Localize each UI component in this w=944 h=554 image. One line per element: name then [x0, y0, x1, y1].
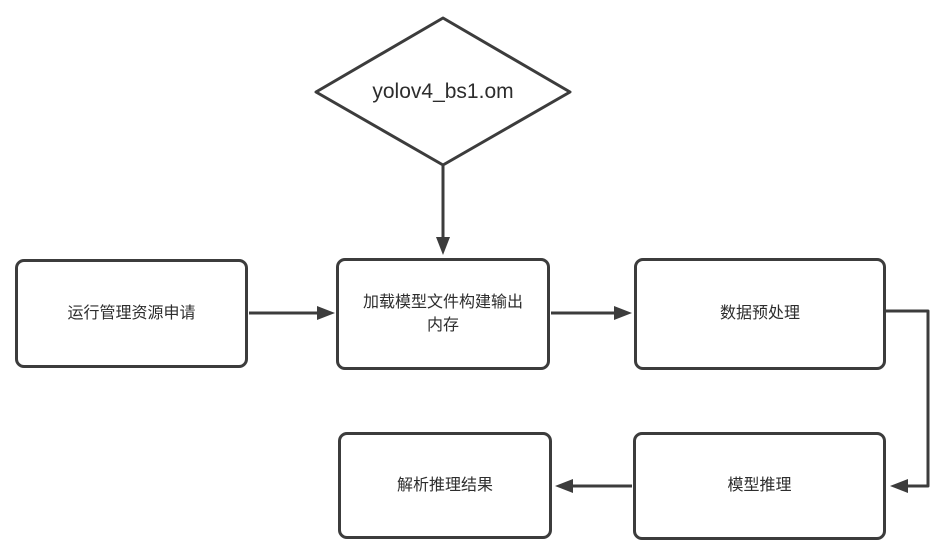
node-inference: 模型推理	[633, 432, 886, 540]
node-model-file-label: yolov4_bs1.om	[372, 79, 514, 103]
node-preprocess-label: 数据预处理	[719, 305, 800, 323]
node-load-model: 加载模型文件构建输出内存	[336, 258, 550, 370]
node-resource-request: 运行管理资源申请	[15, 259, 248, 368]
node-load-model-label: 加载模型文件构建输出内存	[362, 293, 523, 334]
node-parse-result-label: 解析推理结果	[396, 476, 493, 494]
node-parse-result: 解析推理结果	[338, 432, 552, 539]
node-resource-request-label: 运行管理资源申请	[67, 304, 196, 322]
node-inference-label: 模型推理	[727, 477, 792, 495]
node-preprocess: 数据预处理	[634, 258, 886, 370]
diamond-shape-model-file	[314, 16, 572, 167]
edge-preprocess-to-inference	[886, 309, 930, 493]
node-model-file: yolov4_bs1.om	[333, 60, 553, 124]
